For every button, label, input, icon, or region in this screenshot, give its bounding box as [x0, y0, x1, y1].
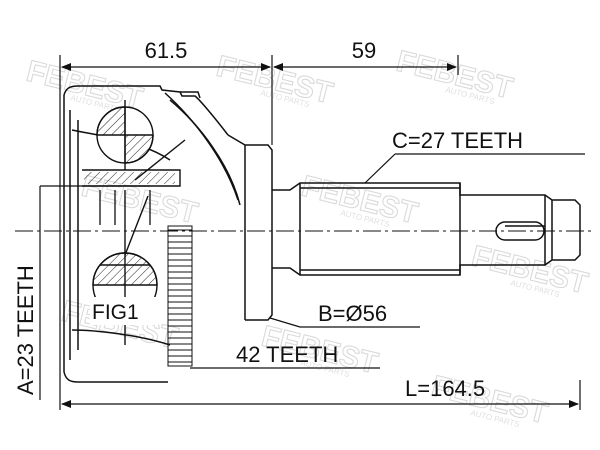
outer-housing [63, 85, 273, 383]
label-length: L=164.5 [405, 376, 485, 401]
label-c-teeth: C=27 TEETH [392, 128, 523, 153]
ball-cage [82, 100, 186, 187]
inner-spline [99, 190, 151, 225]
fig1-detail [90, 190, 158, 345]
stub-shaft [272, 182, 581, 276]
label-42-teeth: 42 TEETH [236, 342, 338, 367]
watermark: FEBEST FEBEST FEBEST FEBEST FEBEST FEBES… [23, 44, 592, 431]
svg-text:FEBEST: FEBEST [213, 50, 336, 111]
label-b-diameter: B=Ø56 [318, 301, 387, 326]
label-fig1: FIG1 [92, 301, 139, 324]
abs-ring [167, 225, 193, 367]
labels: 61.5 59 C=27 TEETH A=23 TEETH B=Ø56 42 T… [13, 38, 523, 401]
dimension-lines [39, 55, 585, 410]
label-a-teeth: A=23 TEETH [13, 265, 38, 395]
svg-text:FEBEST: FEBEST [23, 55, 146, 116]
dim-top-left: 61.5 [145, 38, 188, 63]
dim-top-right: 59 [352, 38, 376, 63]
